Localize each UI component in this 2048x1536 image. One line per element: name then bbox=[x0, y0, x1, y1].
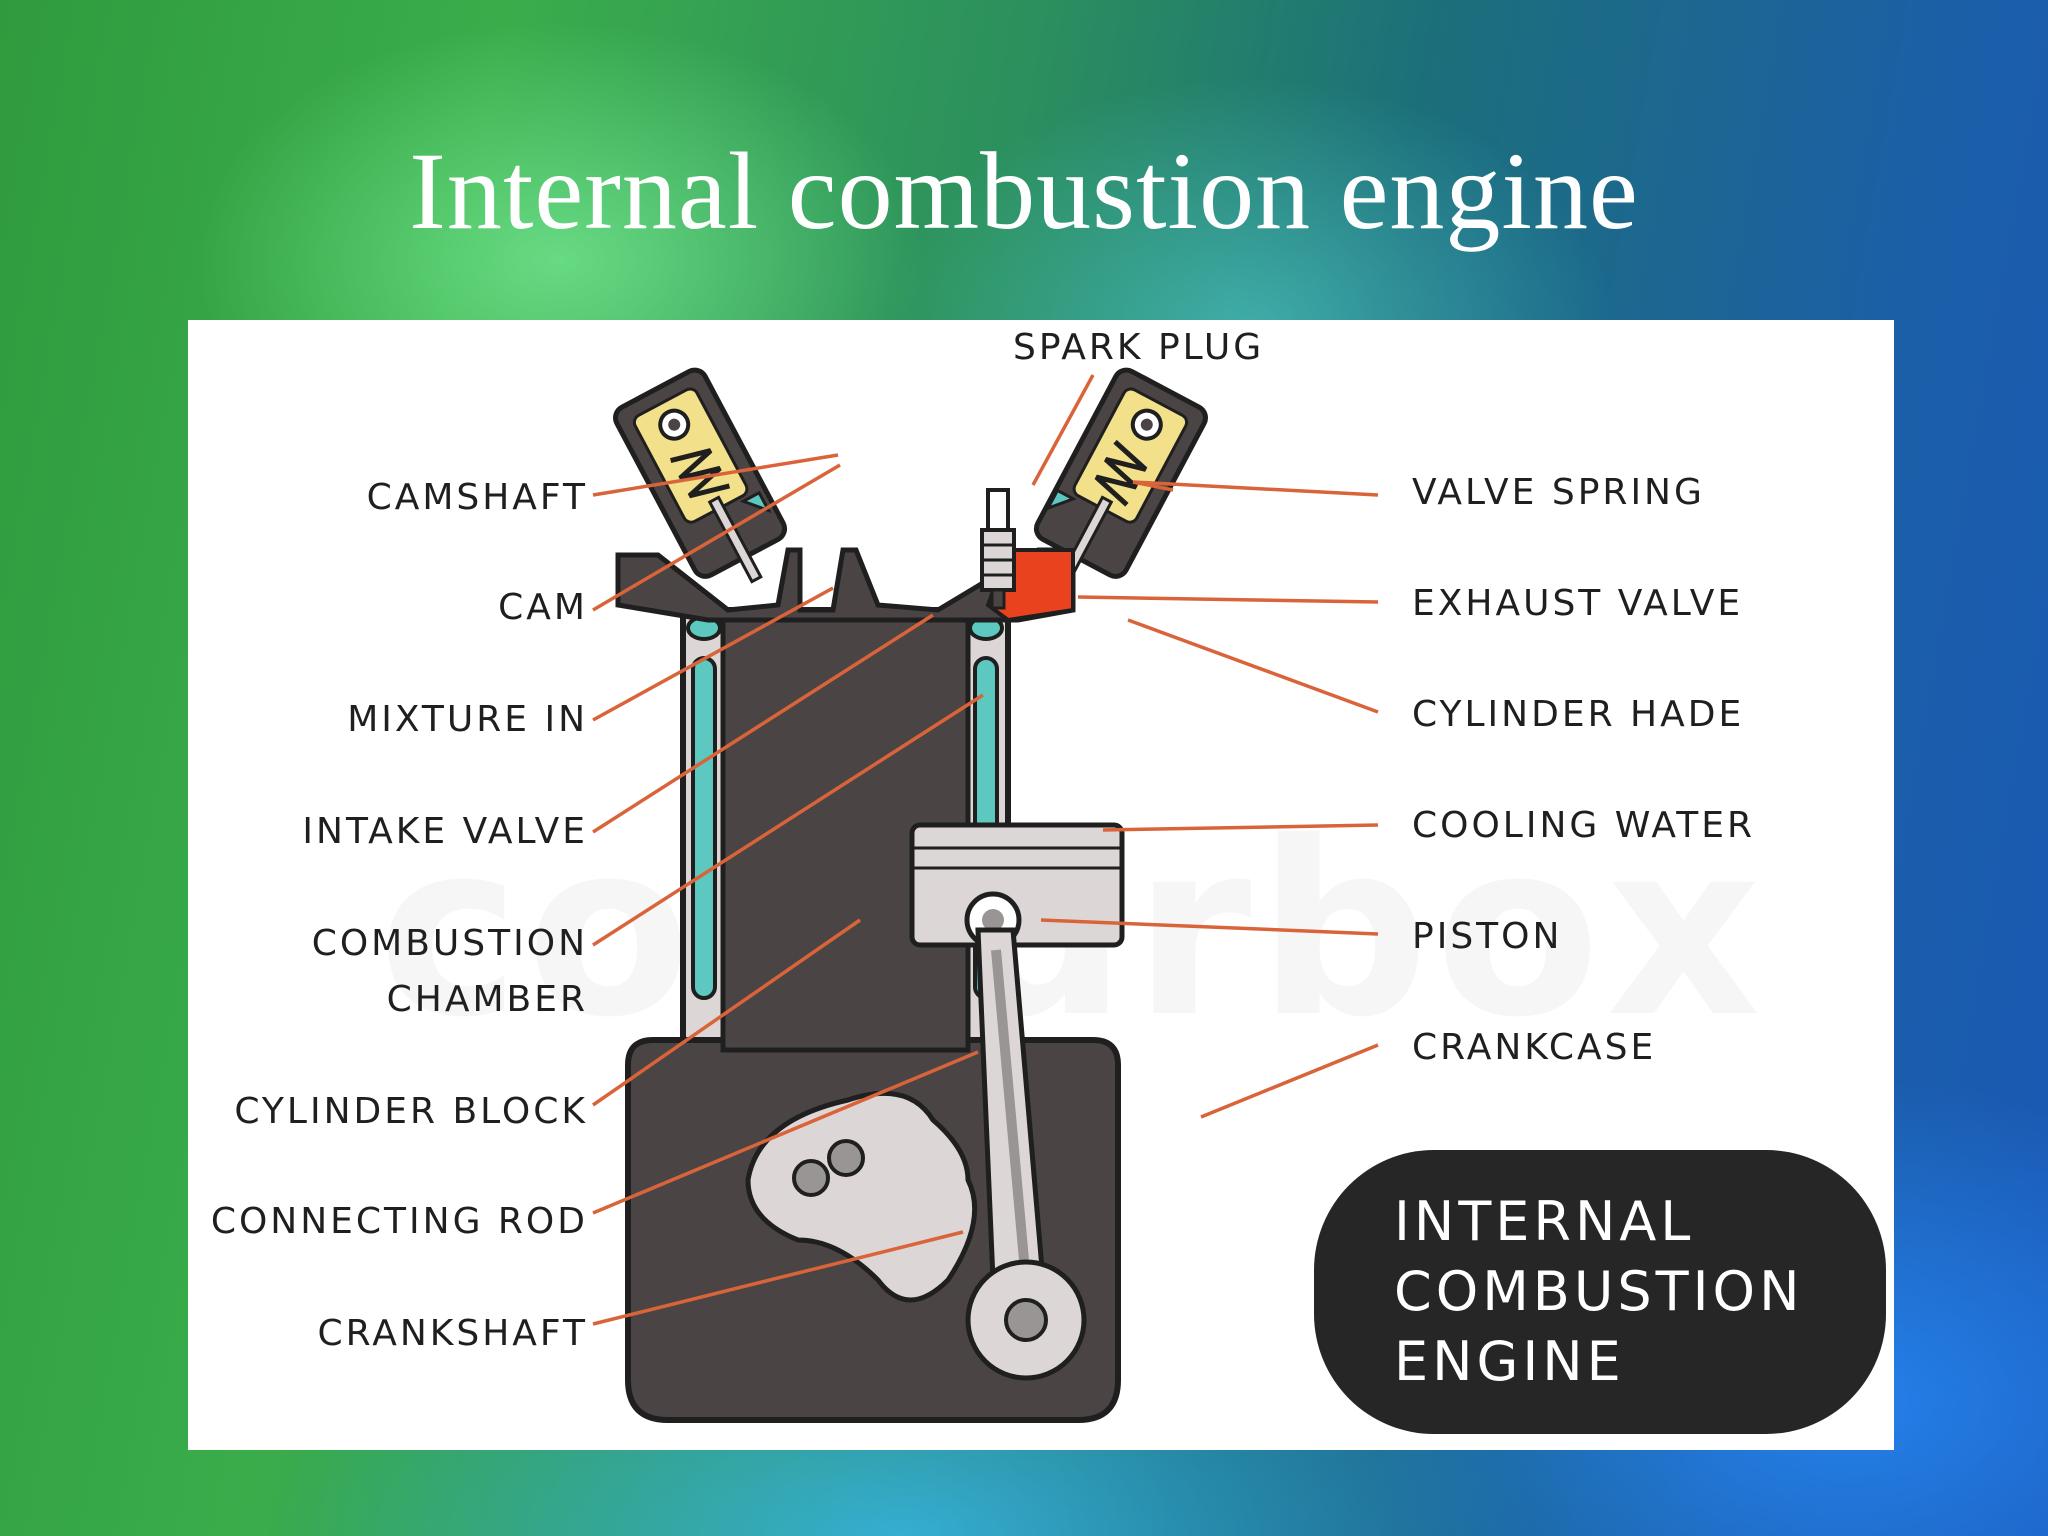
label-cam: CAM bbox=[498, 587, 588, 628]
label-cooling-water: COOLING WATER bbox=[1412, 805, 1755, 846]
cylinder-head bbox=[615, 547, 1076, 623]
badge-line-3: ENGINE bbox=[1394, 1330, 1625, 1393]
cooling-channel-left bbox=[691, 656, 717, 1000]
intake-valve-housing bbox=[613, 367, 788, 584]
spark-plug bbox=[980, 488, 1016, 610]
label-cylinder-block: CYLINDER BLOCK bbox=[234, 1091, 588, 1132]
diagram-panel: colourbox bbox=[188, 320, 1894, 1450]
label-spark-plug: SPARK PLUG bbox=[1013, 327, 1265, 368]
crankshaft bbox=[745, 1090, 978, 1303]
leader-lines bbox=[592, 374, 1379, 1326]
label-connecting-rod: CONNECTING ROD bbox=[210, 1201, 588, 1242]
title-badge: INTERNAL COMBUSTION ENGINE bbox=[1314, 1150, 1886, 1434]
label-valve-spring: VALVE SPRING bbox=[1412, 472, 1705, 513]
label-cylinder-hade: CYLINDER HADE bbox=[1412, 694, 1745, 735]
label-mixture-in: MIXTURE IN bbox=[347, 699, 588, 740]
label-piston: PISTON bbox=[1412, 916, 1563, 957]
label-combustion-chamber-line1: COMBUSTION bbox=[311, 923, 588, 964]
engine-illustration bbox=[592, 367, 1379, 1423]
label-intake-valve: INTAKE VALVE bbox=[302, 811, 588, 852]
badge-line-1: INTERNAL bbox=[1394, 1190, 1695, 1253]
label-crankcase: CRANKCASE bbox=[1412, 1027, 1657, 1068]
slide-title: Internal combustion engine bbox=[409, 130, 1639, 252]
label-crankshaft: CRANKSHAFT bbox=[317, 1313, 588, 1354]
label-combustion-chamber-line2: CHAMBER bbox=[386, 979, 588, 1020]
label-camshaft: CAMSHAFT bbox=[366, 477, 588, 518]
piston bbox=[909, 822, 1125, 949]
badge-line-2: COMBUSTION bbox=[1394, 1260, 1804, 1323]
exhaust-valve-housing bbox=[1033, 367, 1208, 584]
label-exhaust-valve: EXHAUST VALVE bbox=[1412, 583, 1744, 624]
